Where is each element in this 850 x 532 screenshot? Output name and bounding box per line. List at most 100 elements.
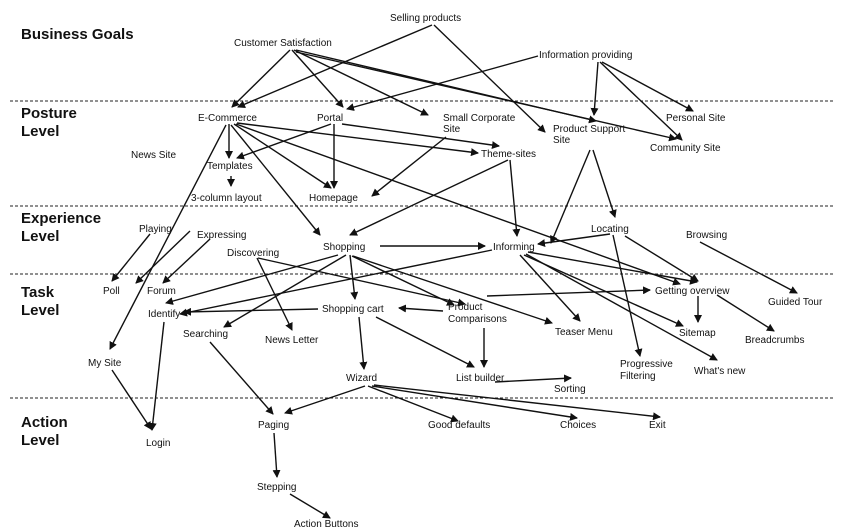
edge-stepping-action-buttons [289, 493, 331, 519]
edge-theme-sites-shopping [349, 159, 509, 236]
node-3-column-layout: 3-column layout [191, 193, 262, 204]
level-label-task-level: Level [21, 302, 59, 319]
level-label-action-level: Level [21, 432, 59, 449]
node-wizard: Wizard [346, 373, 377, 384]
level-label-task: Task [21, 284, 55, 301]
nodes: Selling products Customer Satisfaction I… [88, 13, 823, 530]
node-browsing: Browsing [686, 230, 727, 241]
edge-playing-poll [111, 233, 151, 282]
edge-ecommerce-my-site [109, 124, 227, 350]
node-poll: Poll [103, 286, 120, 297]
edge-selling-products-product-support [433, 24, 546, 133]
edge-wizard-exit [373, 384, 661, 421]
level-label-business-goals: Business Goals [21, 26, 134, 43]
node-product-comparisons: Product [448, 302, 483, 313]
node-login: Login [146, 438, 170, 449]
node-searching: Searching [183, 329, 228, 340]
edge-product-support-locating [592, 149, 617, 218]
edge-informing-whats-new [525, 253, 718, 361]
edge-shopping-identify [165, 254, 339, 305]
node-teaser-menu: Teaser Menu [555, 327, 613, 338]
node-my-site: My Site [88, 358, 122, 369]
node-playing: Playing [139, 224, 172, 235]
edge-shopping-shopping-cart [349, 254, 359, 300]
node-customer-satisfaction: Customer Satisfaction [234, 38, 332, 49]
node-shopping: Shopping [323, 242, 365, 253]
node-sorting: Sorting [554, 384, 586, 395]
edge-expressing-poll [135, 230, 191, 284]
node-forum: Forum [147, 286, 176, 297]
edge-locating-progressive-filtering [612, 234, 643, 357]
edge-shopping-cart-identify [183, 307, 319, 316]
node-personal-site: Personal Site [666, 113, 726, 124]
edge-expressing-forum [162, 238, 211, 284]
edge-ecommerce-shopping [230, 124, 321, 236]
edge-customer-satisfaction-ecommerce [231, 49, 291, 108]
node-good-defaults: Good defaults [428, 420, 490, 431]
node-news-site: News Site [131, 150, 176, 161]
edge-shopping-product-comparisons [351, 255, 455, 306]
edge-small-corporate-homepage [371, 136, 447, 197]
edge-searching-paging [209, 341, 274, 415]
edge-product-support-informing [550, 149, 591, 244]
node-stepping: Stepping [257, 482, 296, 493]
node-breadcrumbs: Breadcrumbs [745, 335, 804, 346]
node-progressive-filtering: Progressive [620, 359, 673, 370]
edge-ecommerce-homepage [233, 123, 332, 189]
node-homepage: Homepage [309, 193, 358, 204]
edge-browsing-guided-tour [699, 241, 798, 294]
node-choices: Choices [560, 420, 596, 431]
edge-shopping-searching [223, 254, 347, 328]
edge-information-providing-product-support [590, 61, 599, 116]
edge-information-providing-community-site [599, 61, 683, 141]
edge-informing-identify [179, 249, 493, 317]
node-portal: Portal [317, 113, 343, 124]
level-label-experience: Experience [21, 210, 101, 227]
node-list-builder: List builder [456, 373, 505, 384]
edge-shopping-cart-wizard [358, 316, 368, 370]
edge-getting-overview-breadcrumbs [716, 294, 775, 332]
edge-customer-satisfaction-community-site [295, 51, 677, 142]
edge-my-site-login [111, 369, 152, 430]
node-product-support-site: Site [553, 135, 571, 146]
node-information-providing: Information providing [539, 50, 632, 61]
node-progressive-filtering-2: Filtering [620, 371, 656, 382]
node-informing: Informing [493, 242, 535, 253]
node-selling-products: Selling products [390, 13, 461, 24]
node-guided-tour: Guided Tour [768, 297, 823, 308]
edge-list-builder-sorting [494, 374, 572, 383]
node-discovering: Discovering [227, 248, 279, 259]
edge-product-comparisons-getting-overview [486, 286, 651, 297]
edge-wizard-choices [371, 385, 578, 421]
node-whats-new: What's new [694, 366, 746, 377]
level-label-experience-level: Level [21, 228, 59, 245]
edge-shopping-teaser-menu [352, 255, 553, 325]
node-paging: Paging [258, 420, 289, 431]
node-small-corporate-site: Site [443, 124, 461, 135]
edge-wizard-paging [284, 385, 366, 415]
edge-theme-sites-informing [509, 159, 521, 237]
node-getting-overview: Getting overview [655, 286, 730, 297]
node-theme-sites: Theme-sites [481, 149, 536, 160]
node-product-comparisons-2: Comparisons [448, 314, 507, 325]
node-shopping-cart: Shopping cart [322, 304, 384, 315]
edge-portal-templates [236, 123, 332, 160]
node-community-site: Community Site [650, 143, 721, 154]
edge-paging-stepping [272, 432, 281, 478]
node-news-letter: News Letter [265, 335, 319, 346]
node-product-support: Product Support [553, 124, 625, 135]
edge-customer-satisfaction-portal [291, 49, 344, 108]
edge-locating-informing [537, 233, 611, 247]
node-exit: Exit [649, 420, 666, 431]
edge-customer-satisfaction-small-corporate [293, 49, 429, 116]
node-action-buttons: Action Buttons [294, 519, 358, 530]
edge-informing-teaser-menu [519, 254, 581, 322]
edge-identify-login [148, 321, 165, 431]
edge-shopping-cart-list-builder [375, 316, 475, 368]
edge-selling-products-ecommerce [237, 24, 433, 108]
level-label-action: Action [21, 414, 68, 431]
edge-product-comparisons-shopping-cart [398, 304, 444, 313]
edge-locating-getting-overview [624, 235, 699, 282]
node-locating: Locating [591, 224, 629, 235]
